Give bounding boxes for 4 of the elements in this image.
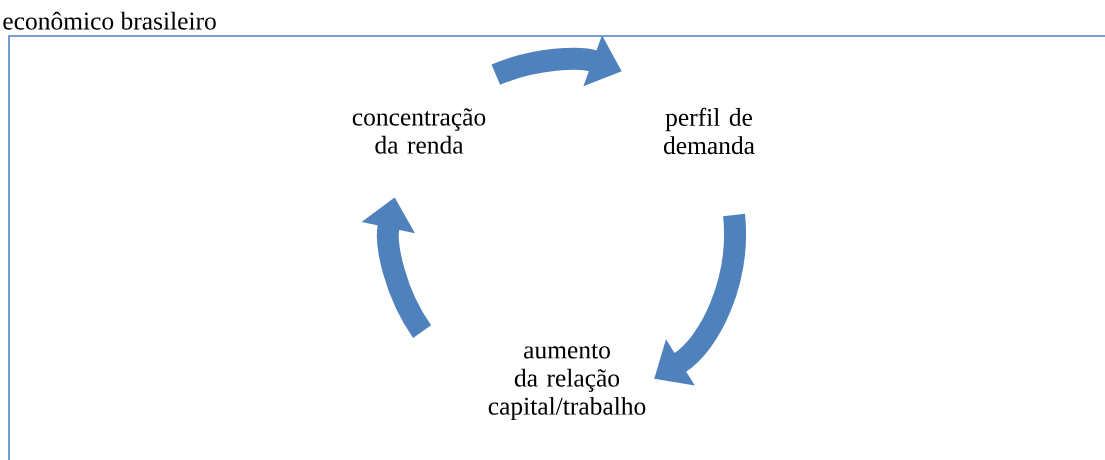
title: econômico brasileiro — [3, 11, 216, 30]
node-label: aumento da relação capital/trabalho — [488, 344, 646, 420]
node-label: concentração da renda — [352, 108, 486, 154]
node-label: perfil de demanda — [663, 107, 755, 155]
